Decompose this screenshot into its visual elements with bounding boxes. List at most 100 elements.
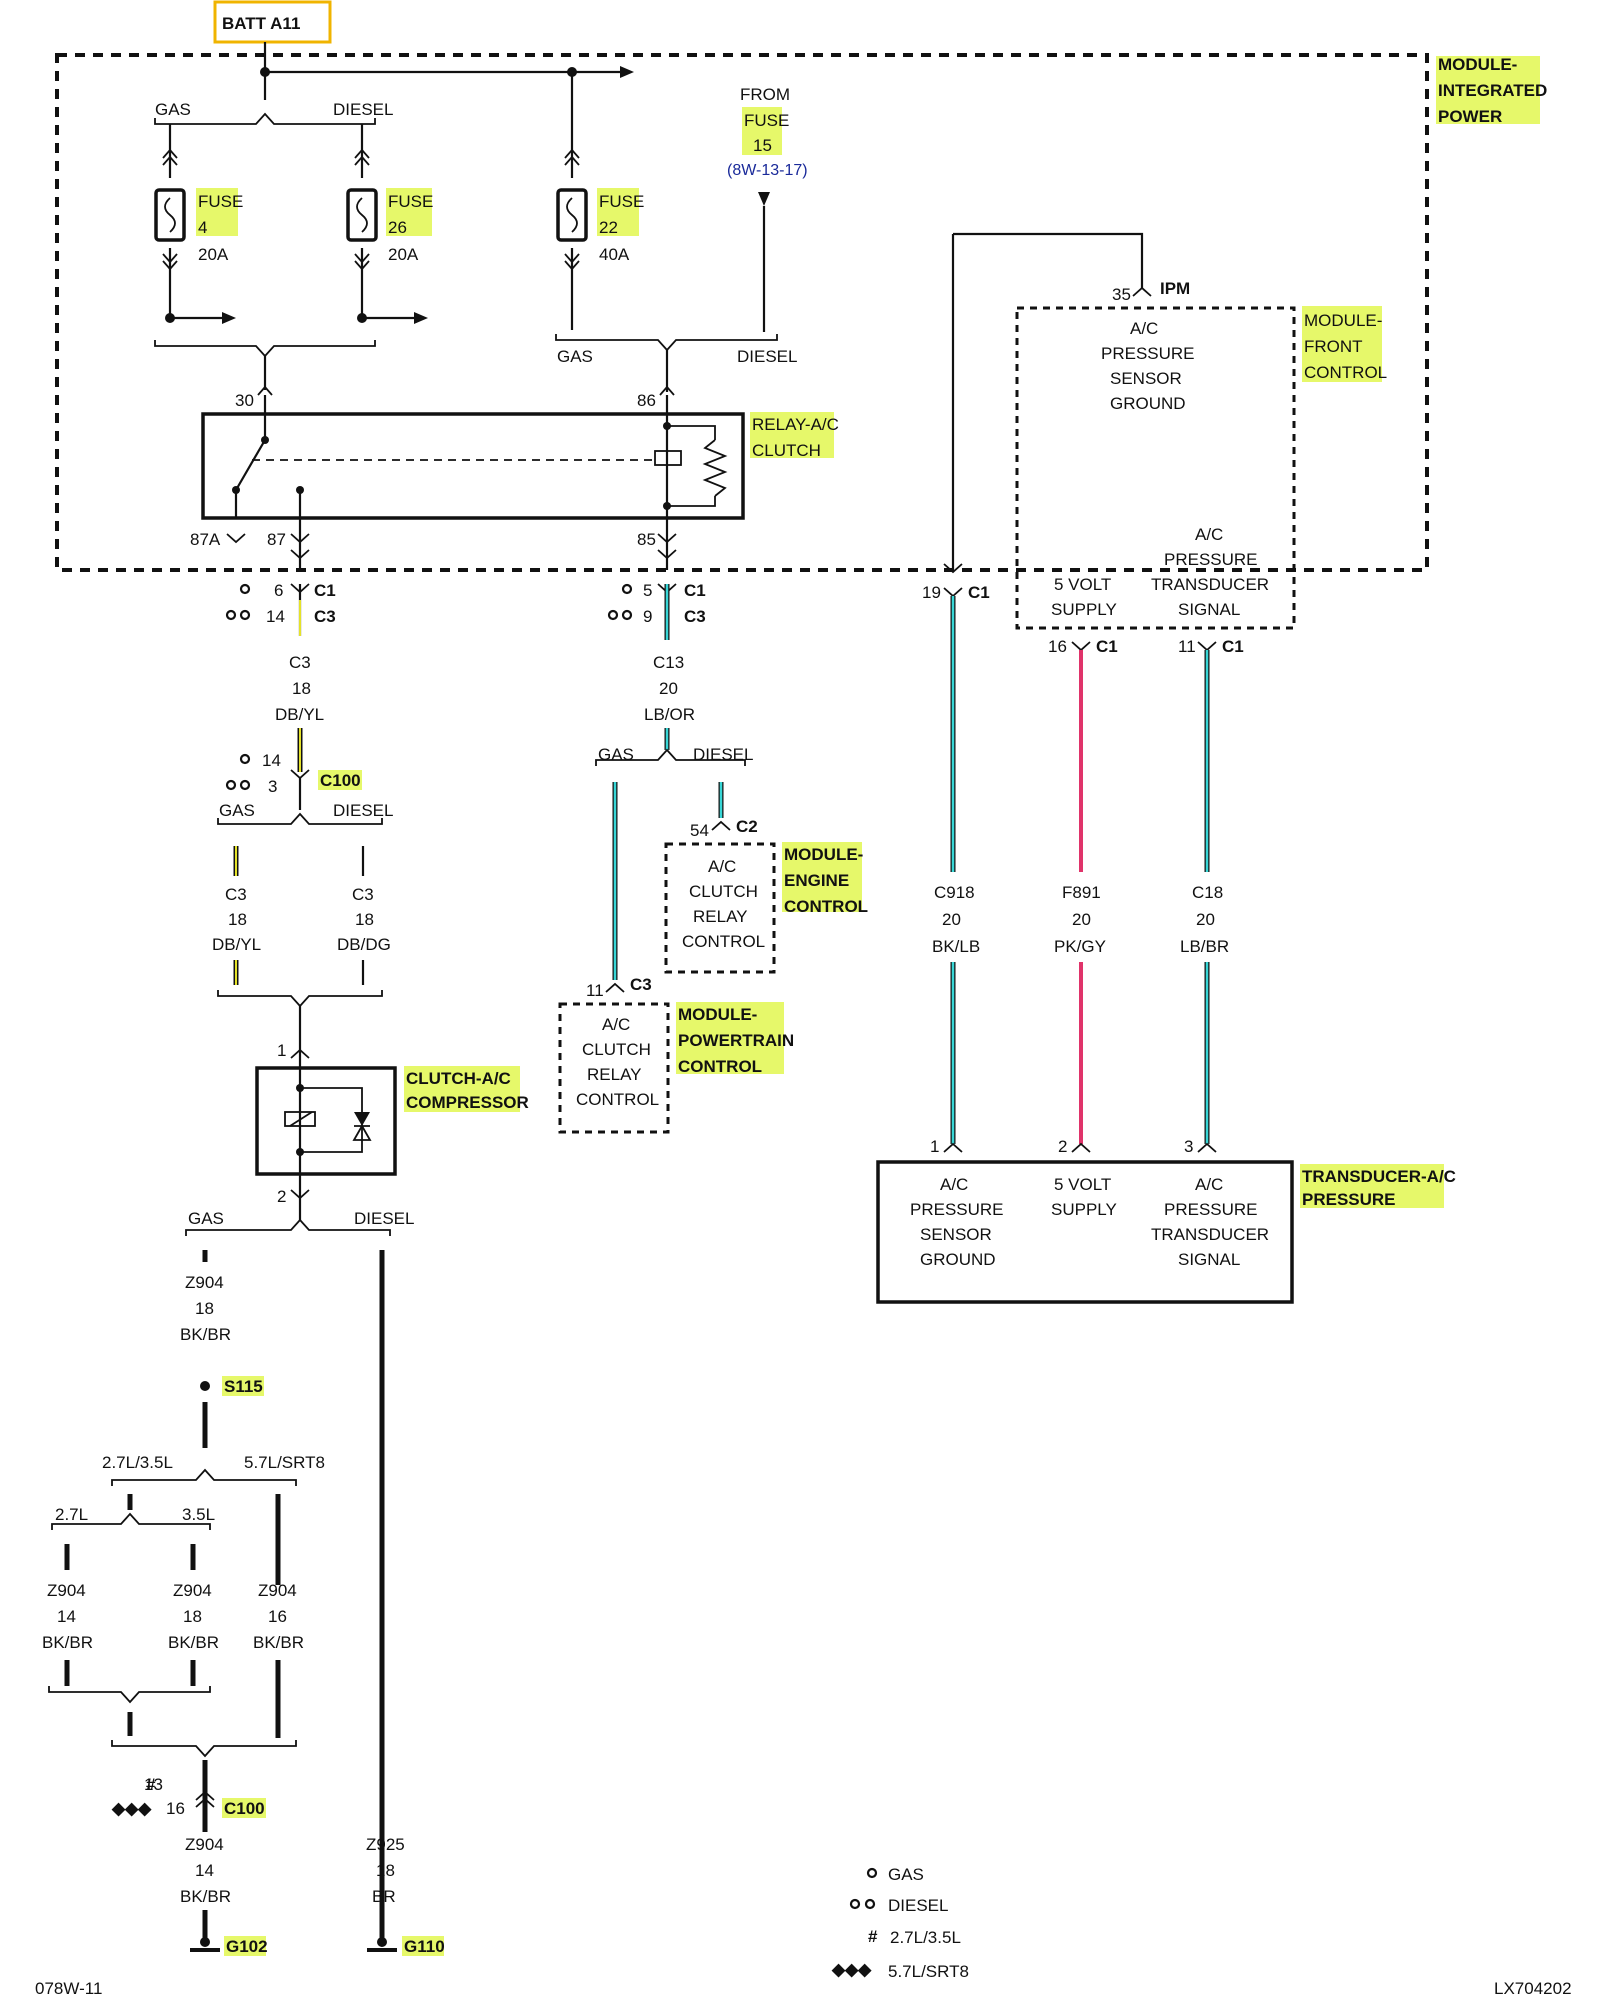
svg-text:C13: C13 xyxy=(653,653,684,672)
svg-text:26: 26 xyxy=(388,218,407,237)
svg-text:9: 9 xyxy=(643,607,652,626)
svg-text:SIGNAL: SIGNAL xyxy=(1178,1250,1240,1269)
svg-text:PRESSURE: PRESSURE xyxy=(1302,1190,1396,1209)
connector-c1-c3-85: 5 9 C1 C3 xyxy=(607,581,706,640)
svg-text:#: # xyxy=(146,1775,156,1794)
svg-text:CONTROL: CONTROL xyxy=(678,1057,762,1076)
svg-text:GAS: GAS xyxy=(598,745,634,764)
svg-text:C3: C3 xyxy=(225,885,247,904)
svg-text:TRANSDUCER: TRANSDUCER xyxy=(1151,1225,1269,1244)
svg-text:CONTROL: CONTROL xyxy=(784,897,868,916)
svg-text:A/C: A/C xyxy=(708,857,736,876)
svg-text:PRESSURE: PRESSURE xyxy=(910,1200,1004,1219)
svg-text:Z904: Z904 xyxy=(185,1835,224,1854)
svg-text:19: 19 xyxy=(922,583,941,602)
svg-text:PK/GY: PK/GY xyxy=(1054,937,1106,956)
svg-text:C3: C3 xyxy=(684,607,706,626)
svg-text:C1: C1 xyxy=(684,581,706,600)
svg-text:C1: C1 xyxy=(968,583,990,602)
svg-text:TRANSDUCER: TRANSDUCER xyxy=(1151,575,1269,594)
svg-text:2: 2 xyxy=(277,1187,286,1206)
svg-text:87A: 87A xyxy=(190,530,221,549)
svg-text:COMPRESSOR: COMPRESSOR xyxy=(406,1093,529,1112)
svg-text:PRESSURE: PRESSURE xyxy=(1164,550,1258,569)
svg-text:16: 16 xyxy=(268,1607,287,1626)
svg-text:C1: C1 xyxy=(1096,637,1118,656)
svg-text:18: 18 xyxy=(292,679,311,698)
svg-text:2.7L/3.5L: 2.7L/3.5L xyxy=(890,1928,961,1947)
svg-text:85: 85 xyxy=(637,530,656,549)
svg-text:20: 20 xyxy=(1196,910,1215,929)
svg-text:20: 20 xyxy=(942,910,961,929)
svg-text:SUPPLY: SUPPLY xyxy=(1051,600,1117,619)
from-fuse-15: FROM FUSE 15 (8W-13-17) xyxy=(727,85,808,332)
svg-text:IPM: IPM xyxy=(1160,279,1190,298)
svg-text:C1: C1 xyxy=(1222,637,1244,656)
svg-text:C1: C1 xyxy=(314,581,336,600)
svg-text:18: 18 xyxy=(195,1299,214,1318)
transducer-ac-pressure: 1 2 3 A/C PRESSURE SENSOR GROUND 5 VOLT … xyxy=(876,1137,1456,1304)
svg-text:6: 6 xyxy=(274,581,283,600)
svg-text:BK/BR: BK/BR xyxy=(180,1887,231,1906)
svg-text:POWERTRAIN: POWERTRAIN xyxy=(678,1031,794,1050)
wire-c18: C18 20 LB/BR xyxy=(1174,878,1240,956)
svg-text:C3: C3 xyxy=(352,885,374,904)
svg-text:1: 1 xyxy=(277,1041,286,1060)
svg-text:14: 14 xyxy=(262,751,281,770)
svg-text:GAS: GAS xyxy=(557,347,593,366)
svg-text:PRESSURE: PRESSURE xyxy=(1101,344,1195,363)
svg-text:13: 13 xyxy=(144,1775,163,1794)
svg-text:C2: C2 xyxy=(736,817,758,836)
fuse-26: FUSE 26 20A xyxy=(346,124,433,324)
svg-text:◆◆◆: ◆◆◆ xyxy=(831,1960,872,1979)
svg-text:A/C: A/C xyxy=(1195,525,1223,544)
svg-text:3.5L: 3.5L xyxy=(182,1505,215,1524)
svg-text:C918: C918 xyxy=(934,883,975,902)
svg-text:20: 20 xyxy=(659,679,678,698)
svg-text:11: 11 xyxy=(1178,637,1196,656)
connector-c1-c3-87: 6 14 C1 C3 xyxy=(225,581,336,636)
svg-text:FUSE: FUSE xyxy=(599,192,644,211)
svg-text:BR: BR xyxy=(372,1887,396,1906)
svg-text:CONTROL: CONTROL xyxy=(682,932,765,951)
svg-text:14: 14 xyxy=(195,1861,214,1880)
svg-text:18: 18 xyxy=(355,910,374,929)
svg-text:A/C: A/C xyxy=(1195,1175,1223,1194)
svg-text:RELAY: RELAY xyxy=(693,907,748,926)
relay-ac-clutch: 30 86 RELAY-A/C CLUTCH 87A 87 85 xyxy=(190,385,839,549)
svg-text:G102: G102 xyxy=(226,1937,268,1956)
wire-c918: C918 20 BK/LB xyxy=(920,878,986,956)
svg-text:5 VOLT: 5 VOLT xyxy=(1054,1175,1111,1194)
svg-text:35: 35 xyxy=(1112,285,1131,304)
svg-text:18: 18 xyxy=(376,1861,395,1880)
ground-g102: G102 xyxy=(190,1936,268,1956)
svg-text:16: 16 xyxy=(1048,637,1067,656)
svg-text:20A: 20A xyxy=(198,245,229,264)
svg-text:18: 18 xyxy=(228,910,247,929)
svg-text:C100: C100 xyxy=(224,1799,265,1818)
wire-z904-27: Z904 14 BK/BR xyxy=(42,1581,93,1652)
svg-text:Z904: Z904 xyxy=(173,1581,212,1600)
svg-text:3: 3 xyxy=(1184,1137,1193,1156)
svg-text:5.7L/SRT8: 5.7L/SRT8 xyxy=(244,1453,325,1472)
svg-text:GAS: GAS xyxy=(888,1865,924,1884)
svg-text:CLUTCH-A/C: CLUTCH-A/C xyxy=(406,1069,511,1088)
ipm-module-boundary xyxy=(55,53,1429,572)
svg-text:DIESEL: DIESEL xyxy=(333,801,393,820)
svg-text:DB/DG: DB/DG xyxy=(337,935,391,954)
connector-c100-lower: 13 16 C100 # ◆◆◆ xyxy=(111,1760,266,1832)
svg-text:PRESSURE: PRESSURE xyxy=(1164,1200,1258,1219)
clutch-ac-compressor: 1 CLUTCH-A/C COMPRESSOR 2 xyxy=(255,1041,529,1220)
svg-text:2.7L: 2.7L xyxy=(55,1505,88,1524)
wire-z904-main: Z904 18 BK/BR S115 xyxy=(180,1273,264,1448)
wire-z904-out: Z904 14 BK/BR xyxy=(180,1835,231,1938)
svg-text:Z904: Z904 xyxy=(258,1581,297,1600)
module-powertrain-control: 11 C3 A/C CLUTCH RELAY CONTROL MODULE- P… xyxy=(558,975,794,1134)
svg-text:4: 4 xyxy=(198,218,207,237)
ipm-module-label: MODULE- INTEGRATED POWER xyxy=(1436,55,1547,126)
svg-text:A/C: A/C xyxy=(602,1015,630,1034)
svg-text:Z904: Z904 xyxy=(47,1581,86,1600)
svg-text:G110: G110 xyxy=(404,1937,445,1956)
svg-text:FUSE: FUSE xyxy=(198,192,243,211)
